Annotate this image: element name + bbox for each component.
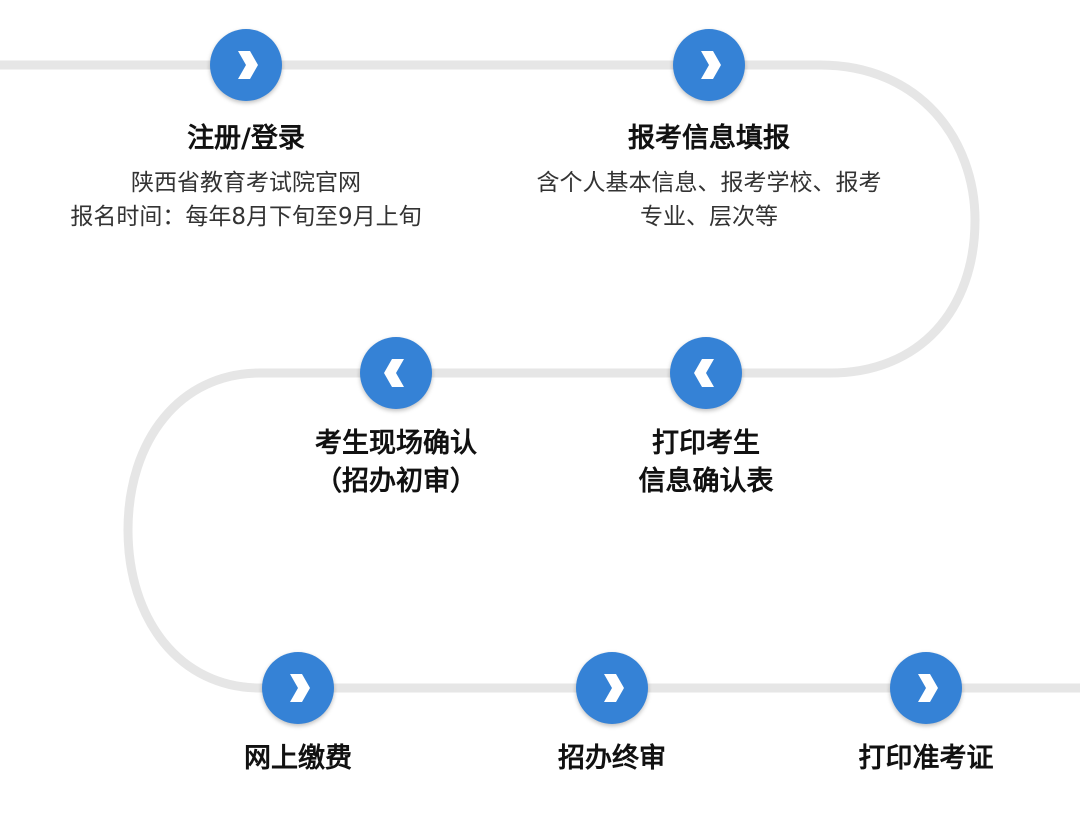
step-4-title-line-1: 考生现场确认 xyxy=(315,428,477,459)
chevron-left-icon xyxy=(384,359,404,387)
step-6-node[interactable] xyxy=(576,652,648,724)
step-6-label: 招办终审 xyxy=(558,740,666,778)
step-2-desc-line-1: 含个人基本信息、报考学校、报考 xyxy=(536,170,882,196)
step-5-node[interactable] xyxy=(262,652,334,724)
chevron-left-icon xyxy=(694,359,714,387)
track-path xyxy=(0,60,1080,693)
step-4-label: 考生现场确认 （招办初审） xyxy=(315,425,477,501)
step-1-desc-line-2: 报名时间：每年8月下旬至9月上旬 xyxy=(70,204,422,230)
chevron-right-icon xyxy=(701,51,721,79)
step-5-label: 网上缴费 xyxy=(244,740,352,778)
step-4-node[interactable] xyxy=(360,337,432,409)
chevron-right-icon xyxy=(918,674,938,702)
step-3-title-line-2: 信息确认表 xyxy=(638,466,774,497)
step-3-node[interactable] xyxy=(670,337,742,409)
chevron-right-icon xyxy=(238,51,258,79)
step-2-desc-line-2: 专业、层次等 xyxy=(640,204,778,230)
step-1-desc: 陕西省教育考试院官网 报名时间：每年8月下旬至9月上旬 xyxy=(70,166,421,234)
step-5-title: 网上缴费 xyxy=(244,743,352,774)
step-1-node[interactable] xyxy=(210,29,282,101)
step-3-label: 打印考生 信息确认表 xyxy=(639,425,774,501)
step-2-label: 报考信息填报 含个人基本信息、报考学校、报考 专业、层次等 xyxy=(537,120,882,234)
step-2-desc: 含个人基本信息、报考学校、报考 专业、层次等 xyxy=(537,166,882,234)
chevron-right-icon xyxy=(604,674,624,702)
step-4-title-line-2: （招办初审） xyxy=(315,466,477,497)
step-7-node[interactable] xyxy=(890,652,962,724)
step-1-label: 注册/登录 陕西省教育考试院官网 报名时间：每年8月下旬至9月上旬 xyxy=(70,120,421,234)
step-7-label: 打印准考证 xyxy=(859,740,994,778)
step-2-title: 报考信息填报 xyxy=(628,123,790,154)
step-2-node[interactable] xyxy=(673,29,745,101)
step-6-title: 招办终审 xyxy=(558,743,666,774)
chevron-right-icon xyxy=(290,674,310,702)
step-7-title: 打印准考证 xyxy=(858,743,994,774)
step-1-title: 注册/登录 xyxy=(187,123,305,154)
step-3-title-line-1: 打印考生 xyxy=(652,428,760,459)
step-1-desc-line-1: 陕西省教育考试院官网 xyxy=(131,170,361,196)
